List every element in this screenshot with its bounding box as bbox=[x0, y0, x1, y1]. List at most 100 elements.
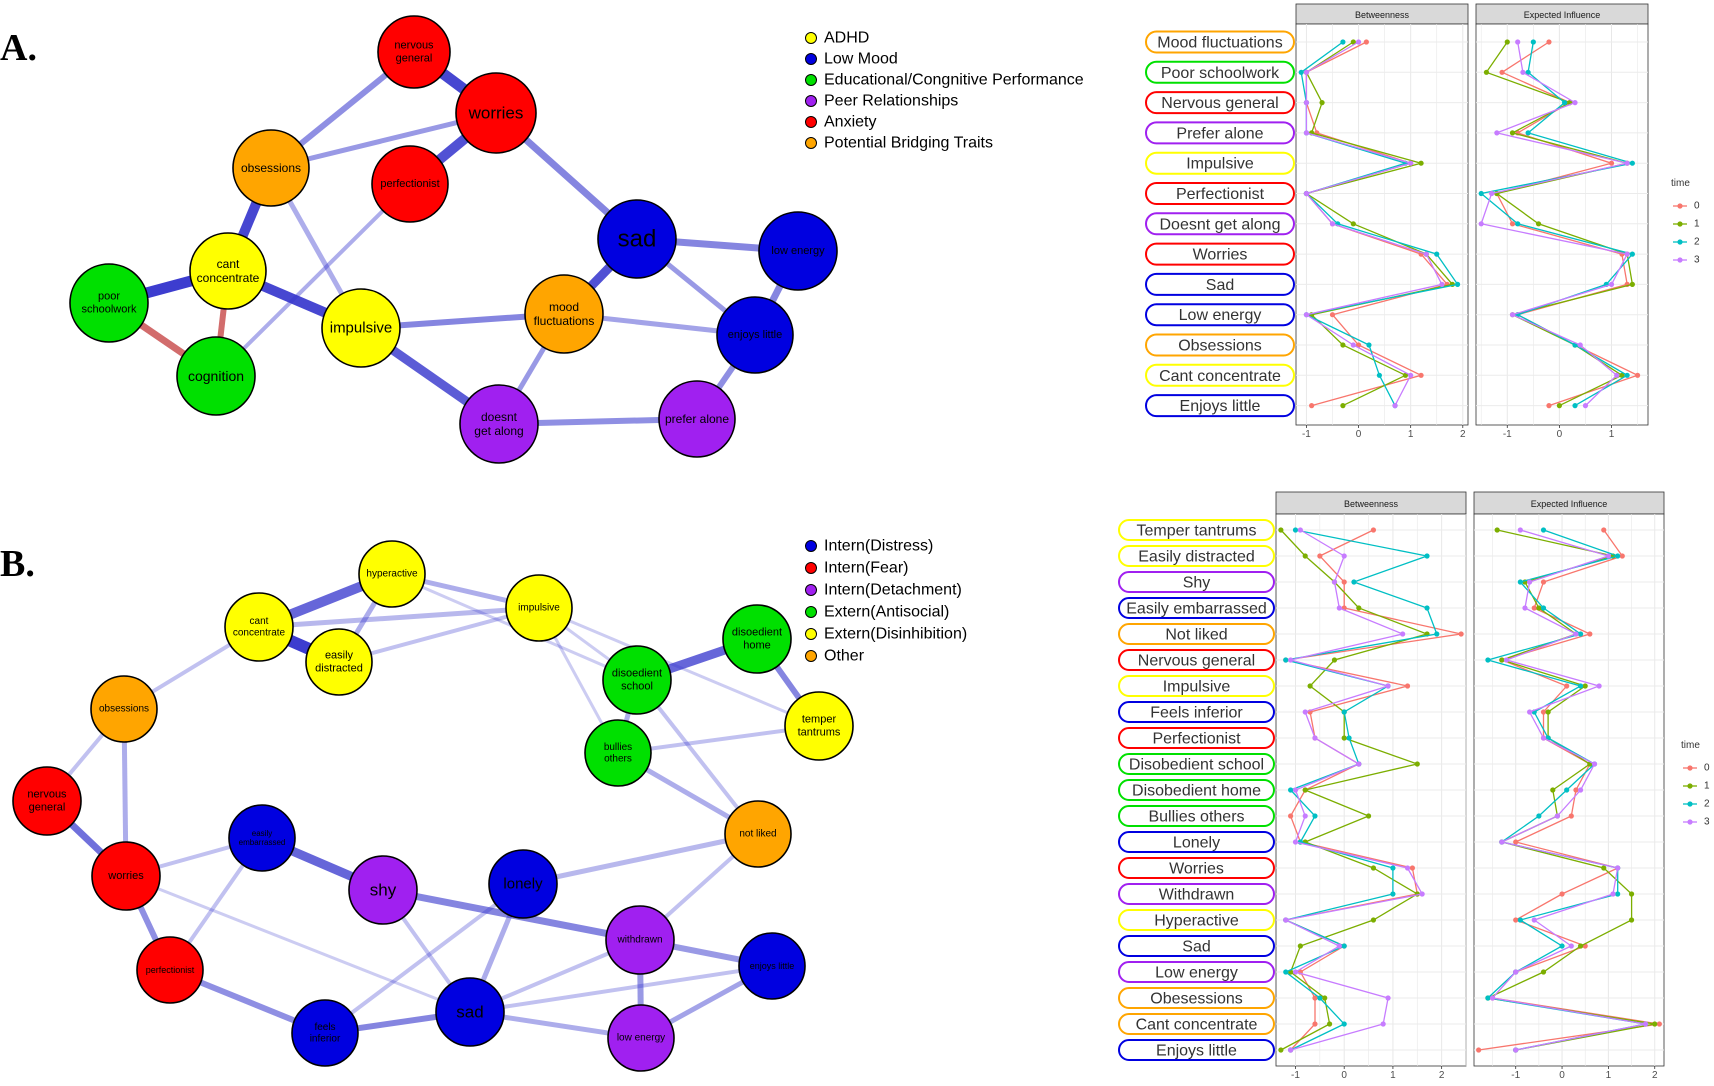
b-series-point-t0 bbox=[1476, 1047, 1482, 1053]
a-time-legend-dot bbox=[1677, 203, 1683, 209]
legend-b: Intern(Distress)Intern(Fear)Intern(Detac… bbox=[805, 538, 967, 665]
b-series-point-t2 bbox=[1288, 787, 1294, 793]
b-edge-lonely-feels bbox=[323, 882, 525, 1035]
a-row-label: Obsessions bbox=[1145, 333, 1295, 357]
b-time-legend-label: 2 bbox=[1704, 799, 1710, 810]
a-series-point-t1 bbox=[1556, 403, 1562, 409]
b-node-circle bbox=[605, 905, 675, 975]
a-row-label-text: Obsessions bbox=[1178, 338, 1262, 355]
a-series-point-t3 bbox=[1614, 372, 1620, 378]
b-tick-label: 1 bbox=[1606, 1070, 1612, 1081]
a-series-point-t2 bbox=[1298, 69, 1304, 75]
b-node-hyperactive: hyperactive bbox=[358, 540, 426, 608]
b-row-label: Hyperactive bbox=[1118, 909, 1275, 931]
b-series-point-t1 bbox=[1652, 1021, 1658, 1027]
a-node-circle bbox=[69, 263, 149, 343]
a-series-point-t3 bbox=[1582, 403, 1589, 409]
b-series-point-t3 bbox=[1540, 735, 1547, 741]
a-series-point-t3 bbox=[1478, 221, 1484, 227]
b-series-point-t3 bbox=[1527, 709, 1533, 715]
b-node-perfectionist: perfectionist bbox=[136, 936, 204, 1004]
a-legend-item: Educational/Congnitive Performance bbox=[805, 72, 1084, 89]
a-row-label-box bbox=[1145, 272, 1295, 296]
b-legend-key bbox=[805, 628, 817, 640]
a-series-point-t2 bbox=[1340, 39, 1346, 45]
a-row-label-text: Perfectionist bbox=[1176, 186, 1265, 203]
b-time-legend-label: 0 bbox=[1704, 763, 1710, 774]
a-row-label-box bbox=[1145, 91, 1295, 115]
b-row-label-box bbox=[1118, 857, 1275, 879]
a-row-label-box bbox=[1145, 60, 1295, 84]
a-series-point-t3 bbox=[1489, 190, 1495, 197]
b-node-obsessions: obsessions bbox=[90, 675, 158, 743]
a-legend-item: Low Mood bbox=[805, 51, 898, 68]
a-row-label-box bbox=[1145, 182, 1295, 205]
a-row-label: Poor schoolwork bbox=[1145, 60, 1295, 84]
b-node-label: tantrums bbox=[798, 726, 841, 738]
a-row-label: Worries bbox=[1145, 242, 1295, 266]
a-series-point-t3 bbox=[1608, 281, 1615, 287]
b-time-legend-title: time bbox=[1681, 740, 1700, 751]
a-time-legend-dot bbox=[1677, 221, 1683, 227]
b-node-label: inferior bbox=[310, 1033, 341, 1044]
b-series-point-t3 bbox=[1489, 995, 1496, 1001]
b-row-label: Cant concentrate bbox=[1118, 1013, 1275, 1035]
a-row-label: Perfectionist bbox=[1145, 182, 1295, 205]
b-node-label: distracted bbox=[315, 662, 363, 674]
b-series-point-t0 bbox=[1404, 683, 1411, 689]
b-node-label: feels bbox=[314, 1022, 335, 1033]
a-time-legend-title: time bbox=[1671, 178, 1690, 189]
a-series-point-t2 bbox=[1525, 130, 1531, 136]
a-facet-title: Betweenness bbox=[1355, 10, 1410, 20]
b-row-label: Worries bbox=[1118, 857, 1275, 879]
a-node-label: doesnt bbox=[481, 410, 518, 424]
b-node-label: general bbox=[29, 801, 66, 813]
b-series-point-t3 bbox=[1527, 579, 1533, 585]
b-series-point-t1 bbox=[1326, 1021, 1333, 1027]
b-legend-label: Extern(Disinhibition) bbox=[824, 626, 967, 643]
b-legend-key bbox=[805, 606, 817, 618]
b-series-point-t3 bbox=[1568, 943, 1574, 949]
b-legend-label: Extern(Antisocial) bbox=[824, 604, 949, 621]
b-series-point-t3 bbox=[1531, 917, 1537, 923]
b-node-circle bbox=[505, 574, 573, 642]
b-tick-label: 1 bbox=[1390, 1070, 1396, 1081]
b-node-label: cant bbox=[250, 616, 269, 627]
b-series-point-t3 bbox=[1419, 891, 1425, 897]
b-node-label: home bbox=[743, 639, 771, 651]
a-row-label-text: Cant concentrate bbox=[1159, 368, 1281, 385]
b-legend-key bbox=[805, 562, 817, 574]
b-series-point-t3 bbox=[1605, 553, 1611, 559]
b-series-point-t2 bbox=[1564, 787, 1570, 793]
b-node-circle bbox=[584, 719, 652, 787]
b-series-point-t0 bbox=[1564, 683, 1570, 689]
b-row-label-box bbox=[1118, 1039, 1275, 1061]
b-series-point-t1 bbox=[1297, 943, 1303, 949]
a-series-point-t0 bbox=[1355, 342, 1362, 348]
a-series-point-t3 bbox=[1303, 312, 1310, 318]
a-series-point-t3 bbox=[1303, 130, 1310, 136]
b-row-label-text: Shy bbox=[1183, 575, 1211, 592]
a-series-point-t2 bbox=[1366, 342, 1372, 348]
b-node-lonely: lonely bbox=[488, 849, 558, 919]
a-legend-key bbox=[805, 74, 817, 86]
b-series-point-t0 bbox=[1573, 787, 1579, 793]
b-time-legend-dot bbox=[1687, 765, 1693, 771]
a-series-point-t3 bbox=[1439, 281, 1445, 287]
b-series-point-t2 bbox=[1577, 683, 1584, 689]
a-row-label-text: Impulsive bbox=[1186, 156, 1254, 173]
a-node-label: fluctuations bbox=[534, 314, 595, 328]
b-node-circle bbox=[348, 855, 418, 925]
b-series-point-t3 bbox=[1331, 579, 1338, 585]
b-tick-label: -1 bbox=[1511, 1070, 1520, 1081]
b-series-point-t1 bbox=[1601, 865, 1607, 871]
a-series-point-t1 bbox=[1504, 39, 1510, 45]
